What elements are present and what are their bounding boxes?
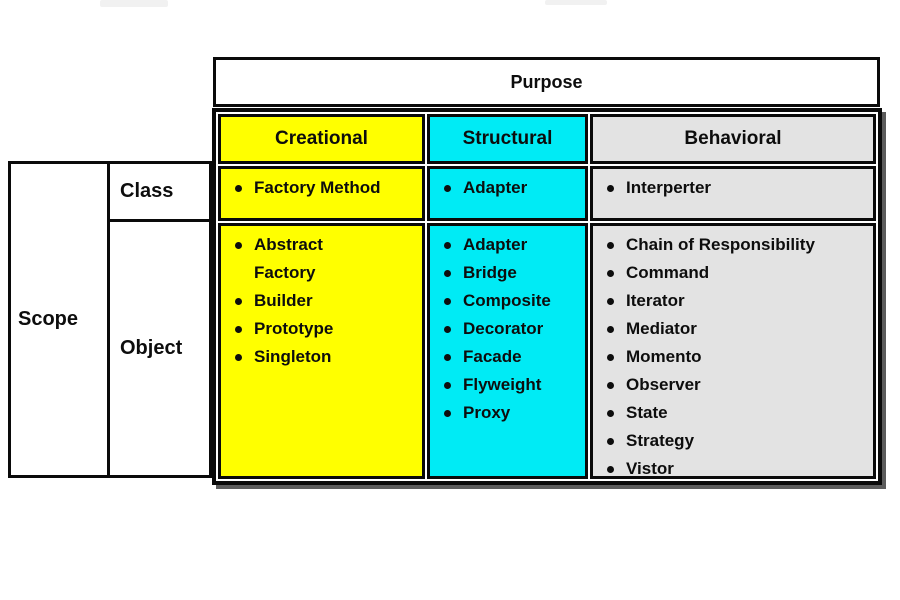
class-behavioral-cell: Interperter xyxy=(590,166,876,221)
list-item: Command xyxy=(593,259,870,287)
list-item: Bridge xyxy=(430,259,582,287)
bullet-icon xyxy=(607,185,614,192)
list-item: Factory Method xyxy=(221,174,419,202)
object-creational-cell: Abstract Factory Builder Prototype Singl… xyxy=(218,223,425,479)
list-item: Proxy xyxy=(430,399,582,427)
bullet-icon xyxy=(444,354,451,361)
list-item: Singleton xyxy=(221,343,419,371)
list-item: Builder xyxy=(221,287,419,315)
list-item: Chain of Responsibility xyxy=(593,231,870,259)
list-item: Facade xyxy=(430,343,582,371)
class-creational-cell: Factory Method xyxy=(218,166,425,221)
scope-label: Scope xyxy=(18,308,79,330)
purpose-label: Purpose xyxy=(510,71,583,92)
bullet-icon xyxy=(235,298,242,305)
object-behavioral-cell: Chain of Responsibility Command Iterator… xyxy=(590,223,876,479)
behavioral-label: Behavioral xyxy=(684,128,782,149)
structural-column-header: Structural xyxy=(427,114,588,164)
list-item: Interperter xyxy=(593,174,870,202)
bullet-icon xyxy=(235,354,242,361)
object-row-header: Object xyxy=(110,222,209,475)
class-row-header: Class xyxy=(110,164,209,222)
bullet-icon xyxy=(607,242,614,249)
list-item: Prototype xyxy=(221,315,419,343)
bullet-icon xyxy=(444,410,451,417)
bullet-icon xyxy=(235,242,242,249)
object-structural-cell: Adapter Bridge Composite Decorator Facad… xyxy=(427,223,588,479)
bullet-icon xyxy=(444,298,451,305)
scope-table: Scope Class Object xyxy=(8,161,212,478)
creational-label: Creational xyxy=(275,128,368,149)
bullet-icon xyxy=(607,354,614,361)
bullet-icon xyxy=(444,382,451,389)
list-item: Mediator xyxy=(593,315,870,343)
bullet-icon xyxy=(607,326,614,333)
list-item: Composite xyxy=(430,287,582,315)
list-item: Adapter xyxy=(430,174,582,202)
cropped-text-artifact xyxy=(100,0,168,7)
list-item: Decorator xyxy=(430,315,582,343)
bullet-icon xyxy=(607,382,614,389)
bullet-icon xyxy=(607,438,614,445)
scope-cell: Scope xyxy=(11,164,110,475)
list-item: Momento xyxy=(593,343,870,371)
purpose-header: Purpose xyxy=(213,57,880,107)
bullet-icon xyxy=(607,466,614,473)
list-item: State xyxy=(593,399,870,427)
bullet-icon xyxy=(607,410,614,417)
bullet-icon xyxy=(444,242,451,249)
list-item: Adapter xyxy=(430,231,582,259)
bullet-icon xyxy=(235,326,242,333)
class-label: Class xyxy=(120,180,174,202)
list-item: Iterator xyxy=(593,287,870,315)
bullet-icon xyxy=(444,185,451,192)
list-item: Observer xyxy=(593,371,870,399)
list-item: Vistor xyxy=(593,455,870,476)
behavioral-column-header: Behavioral xyxy=(590,114,876,164)
bullet-icon xyxy=(235,185,242,192)
cropped-text-artifact xyxy=(545,0,607,5)
bullet-icon xyxy=(607,298,614,305)
class-structural-cell: Adapter xyxy=(427,166,588,221)
creational-column-header: Creational xyxy=(218,114,425,164)
list-item: Strategy xyxy=(593,427,870,455)
bullet-icon xyxy=(444,270,451,277)
object-label: Object xyxy=(120,337,183,359)
list-item: Flyweight xyxy=(430,371,582,399)
bullet-icon xyxy=(607,270,614,277)
patterns-matrix: Creational Structural Behavioral Factory… xyxy=(212,108,882,485)
list-item: Abstract Factory xyxy=(221,231,419,287)
bullet-icon xyxy=(444,326,451,333)
structural-label: Structural xyxy=(462,128,553,149)
